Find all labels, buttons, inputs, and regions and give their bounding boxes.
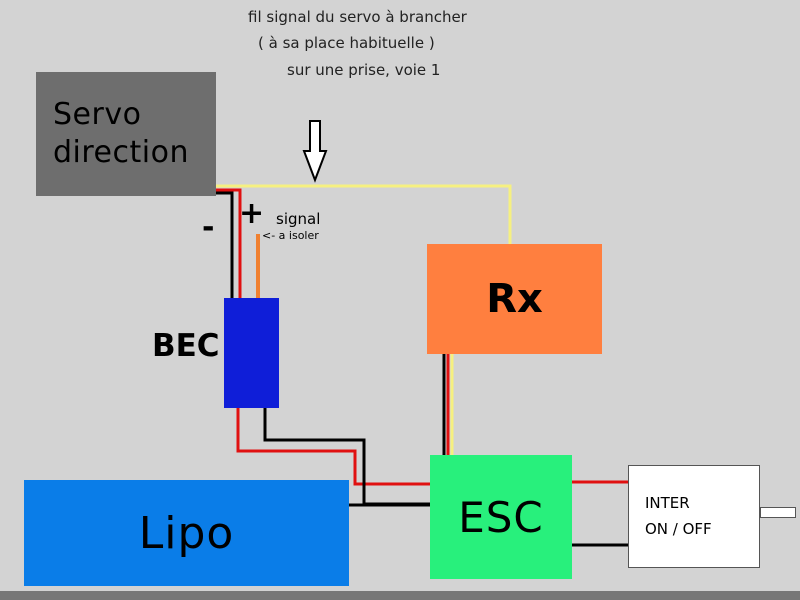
switch-label: INTER ON / OFF	[645, 494, 712, 538]
rx-box: Rx	[427, 244, 602, 354]
bec-label: BEC	[152, 328, 220, 364]
minus-label: -	[202, 210, 215, 245]
annotation-line-2: ( à sa place habituelle )	[258, 34, 435, 52]
signal-label: signal	[276, 210, 321, 228]
down-arrow-icon	[302, 120, 328, 183]
bottom-border	[0, 591, 800, 600]
servo-label: Servo direction	[53, 97, 189, 170]
lipo-box: Lipo	[24, 480, 349, 586]
bec-box	[224, 298, 279, 408]
isolate-note: <- a isoler	[262, 229, 319, 242]
on-off-switch-box: INTER ON / OFF	[628, 465, 760, 568]
esc-box: ESC	[430, 455, 572, 579]
plus-label: +	[239, 196, 265, 231]
bec-red-wire	[236, 408, 430, 486]
switch-lever	[760, 507, 796, 518]
servo-black-wire	[216, 191, 234, 298]
esc-label: ESC	[458, 492, 544, 542]
annotation-line-3: sur une prise, voie 1	[287, 61, 441, 79]
servo-red-wire	[216, 188, 242, 298]
servo-signal-wire	[216, 184, 512, 244]
servo-direction-box: Servo direction	[36, 72, 216, 196]
rx-label: Rx	[486, 276, 543, 322]
lipo-label: Lipo	[138, 507, 235, 559]
annotation-line-1: fil signal du servo à brancher	[248, 8, 467, 26]
